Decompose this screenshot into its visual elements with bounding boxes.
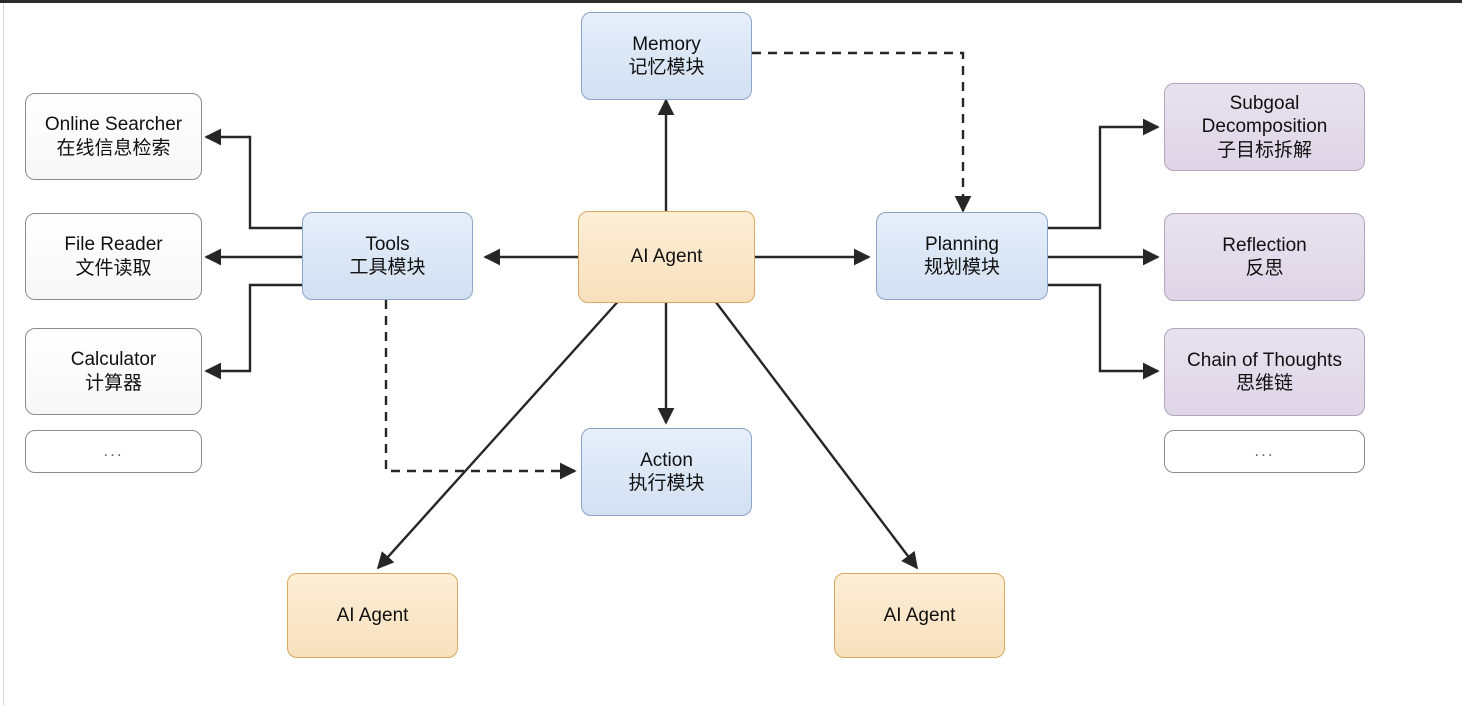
- node-ai-agent-center-label: AI Agent: [630, 246, 703, 268]
- node-tools[interactable]: Tools 工具模块: [302, 212, 473, 300]
- node-calculator-label-en: Calculator: [70, 349, 157, 371]
- node-reflection[interactable]: Reflection 反思: [1164, 213, 1365, 301]
- edge-tools-to-online-searcher: [204, 128, 302, 230]
- edge-memory-to-planning-dashed: [752, 51, 972, 213]
- node-memory-label-en: Memory: [632, 33, 701, 55]
- node-planning-label-zh: 规划模块: [923, 257, 1000, 278]
- left-edge-rule: [3, 3, 4, 705]
- node-planning-label-en: Planning: [925, 233, 999, 255]
- top-edge-strip: [0, 0, 1462, 3]
- node-calculator-label-zh: 计算器: [84, 372, 142, 394]
- node-tools-more-label: ...: [103, 441, 124, 461]
- node-tools-label-en: Tools: [365, 233, 410, 255]
- node-action-label-en: Action: [640, 449, 693, 471]
- edge-planning-to-subgoal: [1048, 118, 1160, 230]
- node-online-searcher[interactable]: Online Searcher 在线信息检索: [25, 93, 202, 180]
- node-planning[interactable]: Planning 规划模块: [876, 212, 1048, 300]
- node-online-searcher-label-en: Online Searcher: [44, 114, 183, 136]
- node-tools-more[interactable]: ...: [25, 430, 202, 473]
- node-action[interactable]: Action 执行模块: [581, 428, 752, 516]
- node-reflection-label-zh: 反思: [1245, 258, 1284, 279]
- node-reflection-label-en: Reflection: [1222, 234, 1307, 256]
- node-memory-label-zh: 记忆模块: [628, 57, 705, 78]
- node-file-reader-label-zh: 文件读取: [75, 257, 152, 279]
- node-planning-more-label: ...: [1254, 441, 1275, 461]
- node-subgoal-label-zh: 子目标拆解: [1216, 139, 1312, 161]
- node-planning-more[interactable]: ...: [1164, 430, 1365, 473]
- node-ai-agent-right[interactable]: AI Agent: [834, 573, 1005, 658]
- edge-planning-to-chain-of-thoughts: [1048, 283, 1160, 380]
- node-ai-agent-right-label: AI Agent: [883, 604, 956, 626]
- node-subgoal-label-en-1: Subgoal: [1229, 93, 1300, 115]
- node-file-reader[interactable]: File Reader 文件读取: [25, 213, 202, 300]
- node-chain-of-thoughts-label-en: Chain of Thoughts: [1187, 349, 1342, 371]
- node-subgoal-label-en-2: Decomposition: [1201, 116, 1328, 138]
- node-online-searcher-label-zh: 在线信息检索: [56, 137, 171, 159]
- node-ai-agent-left[interactable]: AI Agent: [287, 573, 458, 658]
- edge-tools-to-action-dashed: [384, 300, 577, 480]
- node-ai-agent-center[interactable]: AI Agent: [578, 211, 755, 303]
- node-calculator[interactable]: Calculator 计算器: [25, 328, 202, 415]
- node-action-label-zh: 执行模块: [628, 473, 705, 494]
- node-memory[interactable]: Memory 记忆模块: [581, 12, 752, 100]
- edge-tools-to-calculator: [204, 283, 302, 380]
- node-file-reader-label-en: File Reader: [64, 234, 163, 256]
- node-chain-of-thoughts[interactable]: Chain of Thoughts 思维链: [1164, 328, 1365, 416]
- node-subgoal-decomposition[interactable]: Subgoal Decomposition 子目标拆解: [1164, 83, 1365, 171]
- node-tools-label-zh: 工具模块: [349, 257, 426, 278]
- node-ai-agent-left-label: AI Agent: [336, 604, 409, 626]
- node-chain-of-thoughts-label-zh: 思维链: [1235, 373, 1293, 394]
